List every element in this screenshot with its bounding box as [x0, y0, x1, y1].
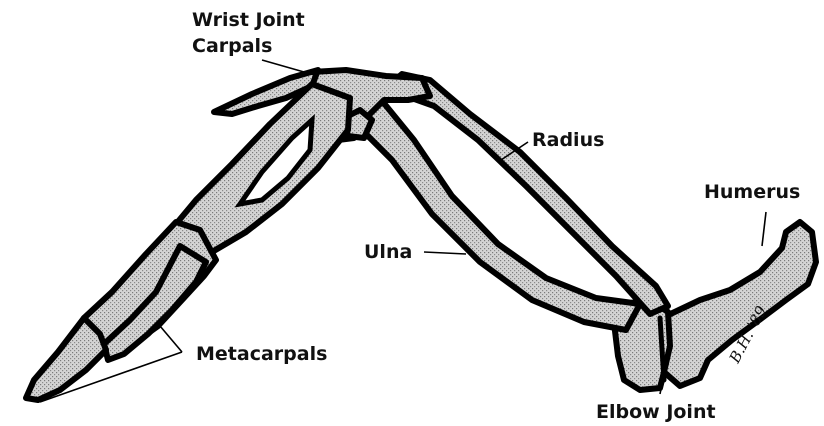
digit-distal-bone [26, 318, 106, 400]
ulna-leader [424, 252, 466, 254]
metacarpals-leader-upper [160, 326, 182, 352]
radius-label: Radius [532, 129, 604, 151]
wrist-joint-label: Wrist Joint [192, 9, 305, 31]
humerus-leader [762, 212, 766, 246]
elbow-joint-label: Elbow Joint [596, 401, 716, 423]
ulna-label: Ulna [364, 241, 412, 263]
wrist-joint-leader [262, 60, 318, 76]
metacarpals-label: Metacarpals [196, 343, 327, 365]
humerus-label: Humerus [704, 181, 800, 203]
carpals-label: Carpals [192, 35, 272, 57]
